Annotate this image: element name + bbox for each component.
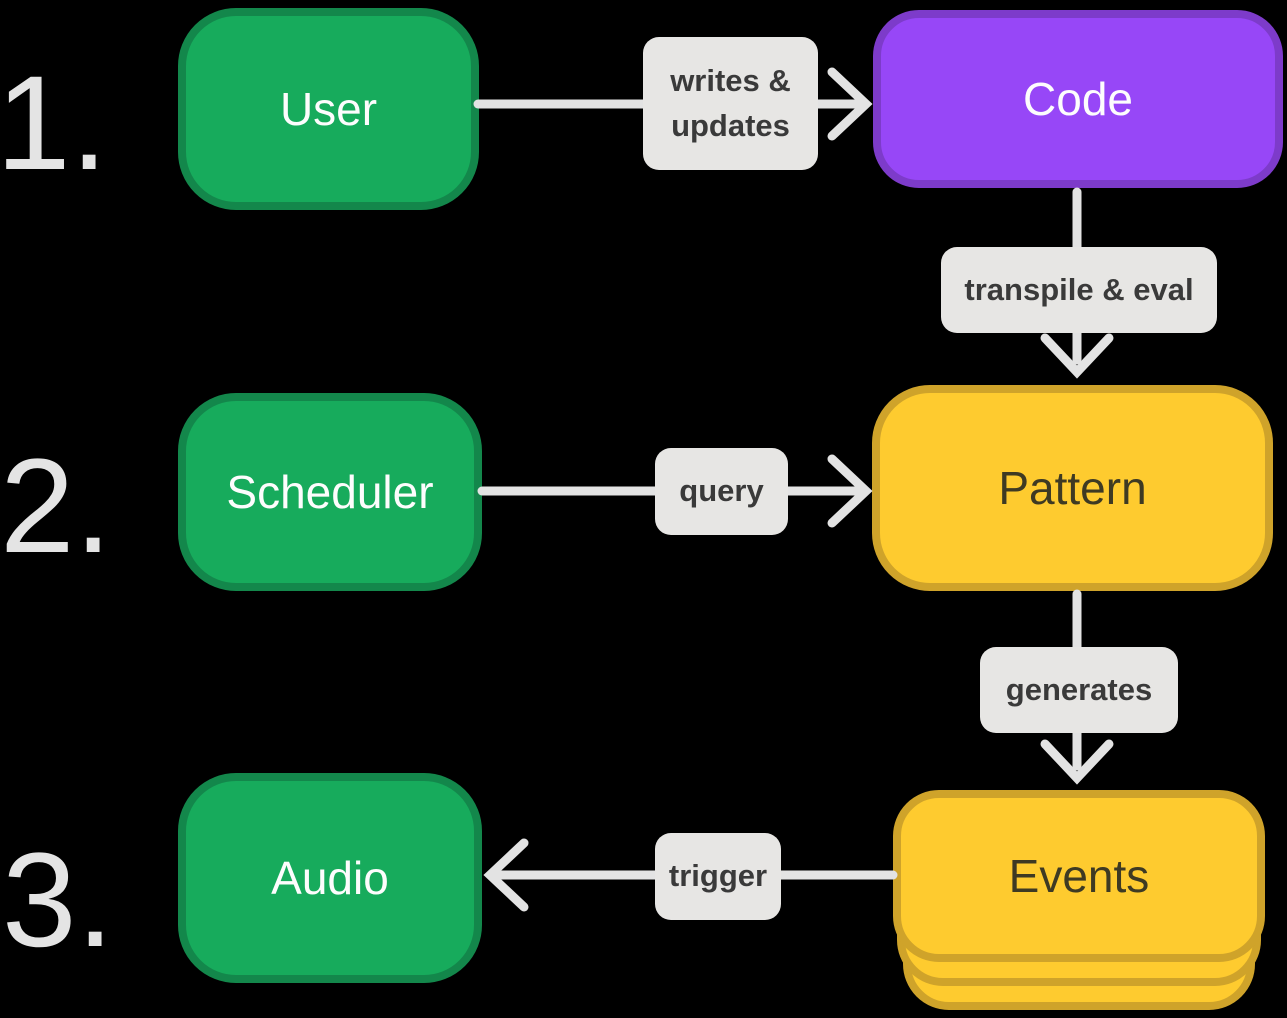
edge-label-transpile-eval: transpile & eval [941,247,1217,333]
user-node: User [178,8,479,210]
edge-label-query: query [655,448,788,535]
edge-label-writes-updates: writes & updates [643,37,818,170]
arrowhead-down-icon [1040,333,1114,379]
code-node: Code [873,10,1283,188]
audio-node: Audio [178,773,482,983]
step-number-2: 2. [0,432,112,581]
scheduler-node: Scheduler [178,393,482,591]
edge-label-generates: generates [980,647,1178,733]
arrowhead-down-icon [1040,739,1114,785]
events-node: Events [893,790,1265,962]
arrowhead-left-icon [483,838,529,912]
step-number-3: 3. [2,826,114,975]
pattern-node: Pattern [872,385,1273,591]
edge-label-trigger: trigger [655,833,781,920]
arrowhead-right-icon [827,454,873,528]
step-number-1: 1. [0,49,108,198]
arrowhead-right-icon [827,67,873,141]
